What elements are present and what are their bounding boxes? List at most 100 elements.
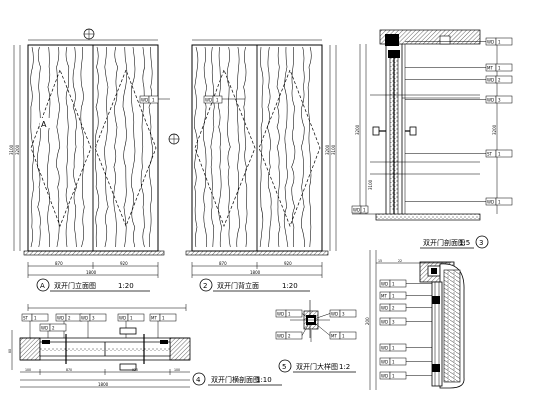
material-tag: WD 3	[79, 313, 107, 338]
tag-code: ST	[487, 152, 493, 157]
svg-text:1800: 1800	[98, 382, 109, 387]
tag-number: 1	[342, 334, 345, 339]
view-scale-plan: 1:10	[256, 376, 272, 384]
view-marker-4: 4	[196, 376, 201, 384]
tag-number: 1	[498, 40, 501, 45]
view-scale-back: 1:20	[282, 282, 298, 290]
tag-number: 1	[392, 346, 395, 351]
tag-number: 2	[52, 326, 55, 331]
svg-text:1: 1	[363, 208, 366, 213]
tag-code: WD	[381, 306, 388, 311]
svg-text:920: 920	[284, 261, 292, 266]
material-tag: WD 1	[379, 279, 432, 288]
svg-text:22: 22	[398, 259, 402, 263]
tag-number: 3	[342, 312, 345, 317]
tag-number: 2	[288, 334, 291, 339]
svg-text:3200: 3200	[15, 144, 20, 155]
tag-number: 1	[392, 360, 395, 365]
view-marker-3: 3	[479, 239, 483, 247]
svg-text:WD: WD	[141, 98, 148, 103]
svg-text:920: 920	[132, 368, 138, 372]
svg-text:1800: 1800	[86, 270, 97, 275]
view-scale-detail: 1:2	[339, 363, 350, 371]
svg-text:15: 15	[378, 259, 382, 263]
tag-number: 3	[498, 98, 501, 103]
view-marker-5: 5	[282, 363, 286, 371]
svg-text:870: 870	[66, 368, 72, 372]
svg-text:3100: 3100	[368, 179, 373, 190]
tag-code: MT	[381, 294, 387, 299]
tag-code: WD	[381, 360, 388, 365]
tag-code: WD	[277, 334, 284, 339]
tag-number: 2	[498, 78, 501, 83]
tag-code: MT	[151, 316, 157, 321]
svg-text:100: 100	[25, 368, 31, 372]
svg-text:920: 920	[120, 261, 128, 266]
tag-number: 1	[498, 152, 501, 157]
svg-text:1800: 1800	[250, 270, 261, 275]
material-tag: MT 1	[405, 63, 513, 72]
tag-number: 3	[92, 316, 95, 321]
tag-code: WD	[487, 40, 494, 45]
svg-text:WD: WD	[353, 208, 360, 213]
view-marker-a: A	[40, 282, 45, 290]
view-title-plan: 双开门横剖面图	[211, 375, 260, 384]
view-title-section: 双开门剖面图	[423, 238, 465, 247]
svg-text:200: 200	[365, 317, 370, 325]
material-tag: WD 1	[405, 197, 513, 206]
tag-number: 1	[130, 316, 133, 321]
tag-number: 1	[34, 316, 37, 321]
svg-text:WD: WD	[205, 98, 212, 103]
view-scale-front: 1:20	[118, 282, 134, 290]
tag-code: WD	[81, 316, 88, 321]
svg-text:3200: 3200	[325, 144, 330, 155]
svg-text:870: 870	[219, 261, 227, 266]
svg-text:870: 870	[55, 261, 63, 266]
tag-code: WD	[41, 326, 48, 331]
material-tag: WD 1	[379, 343, 432, 352]
tag-number: 1	[288, 312, 291, 317]
panel-label-a: A	[41, 120, 47, 129]
tag-code: WD	[381, 346, 388, 351]
view-scale-section: 1:5	[459, 239, 470, 247]
tag-number: 2	[392, 306, 395, 311]
material-tag: MT 1	[310, 319, 357, 340]
svg-text:100: 100	[174, 368, 180, 372]
material-tag: WD 2	[379, 303, 432, 312]
svg-text:3200: 3200	[355, 124, 360, 135]
tag-code: WD	[381, 282, 388, 287]
svg-text:1: 1	[152, 98, 155, 103]
tag-code: WD	[381, 374, 388, 379]
material-tag: ST 1	[21, 313, 49, 338]
material-tag: WD 1	[405, 37, 513, 46]
material-tag: WD 1	[379, 357, 432, 366]
tag-number: 1	[162, 316, 165, 321]
elevation-front: A WD 1 3200 3100 870 920 1800 A 双开门立面图	[9, 28, 180, 292]
tag-number: 1	[498, 200, 501, 205]
material-tag: ST 1	[405, 149, 513, 158]
tag-number: 1	[498, 66, 501, 71]
tag-number: 1	[392, 282, 395, 287]
material-tag: WD 1	[203, 95, 245, 104]
view-title-detail: 双开门大样图	[296, 362, 338, 371]
tag-code: WD	[487, 98, 494, 103]
material-tag: WD 2	[39, 323, 67, 338]
tag-code: ST	[23, 316, 29, 321]
tag-code: MT	[331, 334, 337, 339]
tag-code: WD	[487, 200, 494, 205]
tag-code: WD	[277, 312, 284, 317]
tag-code: WD	[331, 312, 338, 317]
material-tag: WD 1	[351, 205, 369, 214]
material-tag: WD 1	[139, 95, 170, 104]
svg-text:3100: 3100	[9, 144, 14, 155]
view-title-back: 双开门背立面	[217, 281, 259, 290]
tag-code: MT	[487, 66, 493, 71]
view-marker-2: 2	[203, 282, 207, 290]
